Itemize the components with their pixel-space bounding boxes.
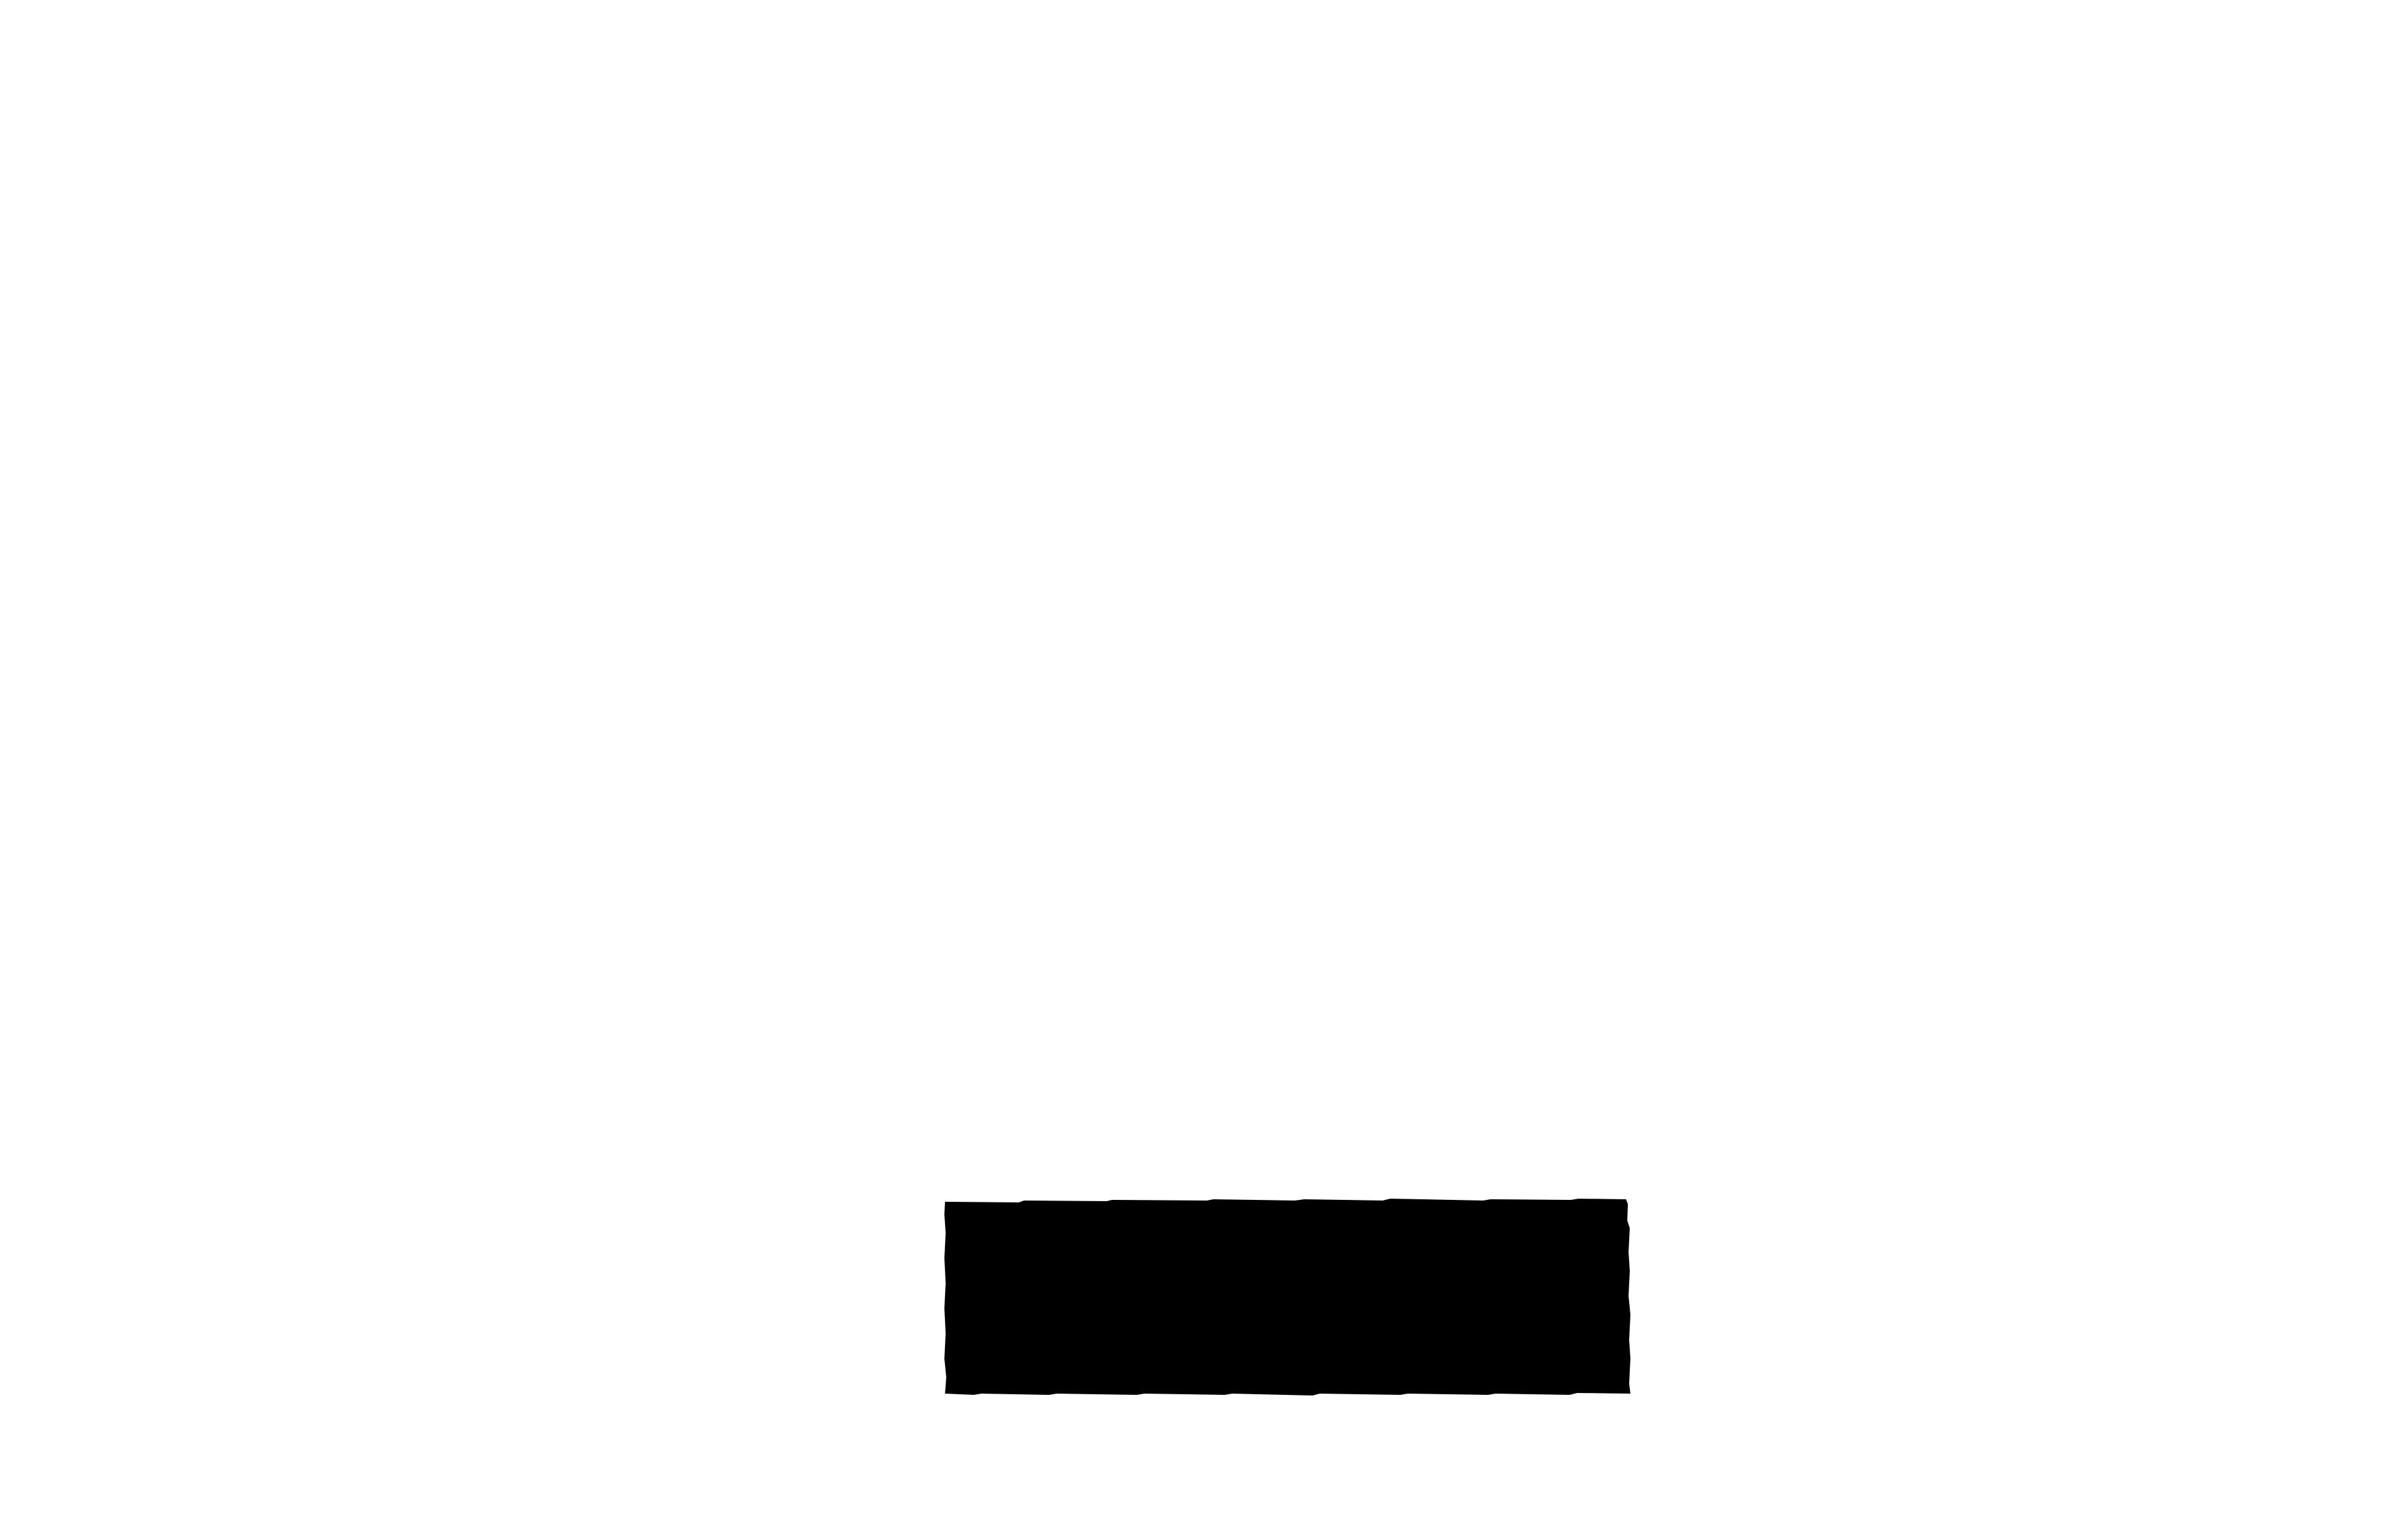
black-rectangle-path [944,1199,1630,1395]
black-rectangle-shape [944,1199,1630,1395]
black-rectangle-block [944,1196,1634,1396]
